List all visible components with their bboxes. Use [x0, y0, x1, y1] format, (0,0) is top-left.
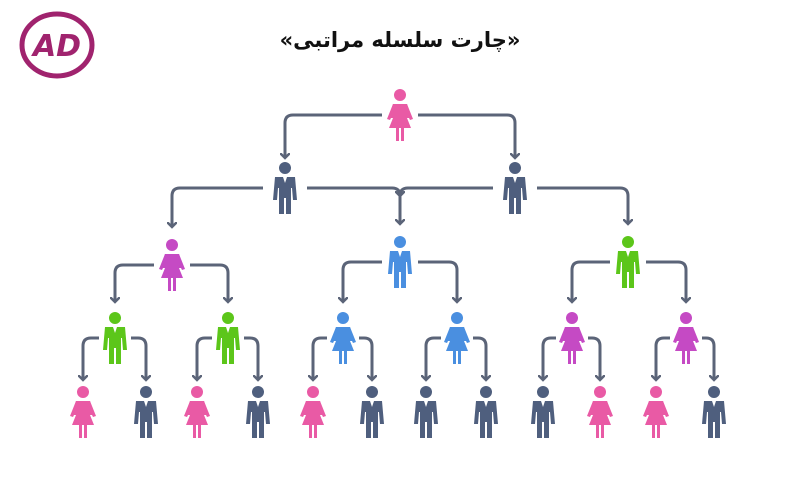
man-icon: [273, 162, 297, 214]
man-icon: [531, 386, 555, 438]
connector-arrow: [285, 113, 382, 158]
connector-arrow: [313, 336, 327, 380]
logo-text: AD: [31, 29, 81, 64]
page-title: «چارت سلسله مراتبی»: [279, 28, 521, 52]
connector-arrow: [426, 336, 441, 380]
man-icon: [134, 386, 158, 438]
connector-arrow: [359, 336, 372, 380]
connector-arrow: [418, 113, 515, 158]
man-icon: [503, 162, 527, 214]
connector-arrow: [473, 336, 486, 380]
connector-arrow: [588, 336, 600, 380]
woman-icon: [300, 386, 326, 438]
connector-arrow: [572, 260, 610, 302]
connector-arrow: [244, 336, 258, 380]
woman-icon: [673, 312, 699, 364]
woman-icon: [444, 312, 470, 364]
woman-icon: [387, 89, 413, 141]
connector-arrow: [131, 336, 146, 380]
connector-arrow: [537, 186, 628, 224]
connector-arrow: [307, 186, 400, 224]
connector-arrow: [83, 336, 99, 380]
connector-arrow: [400, 186, 493, 196]
connector-arrow: [646, 260, 686, 302]
logo: AD: [19, 11, 95, 79]
connector-arrow: [197, 336, 212, 380]
connector-arrow: [115, 263, 154, 302]
man-icon: [388, 236, 412, 288]
connector-arrow: [172, 186, 263, 227]
man-icon: [216, 312, 240, 364]
woman-icon: [559, 312, 585, 364]
man-icon: [616, 236, 640, 288]
connector-arrow: [418, 260, 457, 302]
man-icon: [360, 386, 384, 438]
man-icon: [246, 386, 270, 438]
man-icon: [702, 386, 726, 438]
woman-icon: [184, 386, 210, 438]
woman-icon: [70, 386, 96, 438]
connector-arrow: [702, 336, 714, 380]
woman-icon: [330, 312, 356, 364]
connector-arrow: [543, 336, 556, 380]
woman-icon: [587, 386, 613, 438]
connector-arrow: [343, 260, 382, 302]
man-icon: [103, 312, 127, 364]
man-icon: [414, 386, 438, 438]
man-icon: [474, 386, 498, 438]
connector-arrow: [190, 263, 228, 302]
woman-icon: [643, 386, 669, 438]
connector-arrow: [656, 336, 670, 380]
woman-icon: [159, 239, 185, 291]
